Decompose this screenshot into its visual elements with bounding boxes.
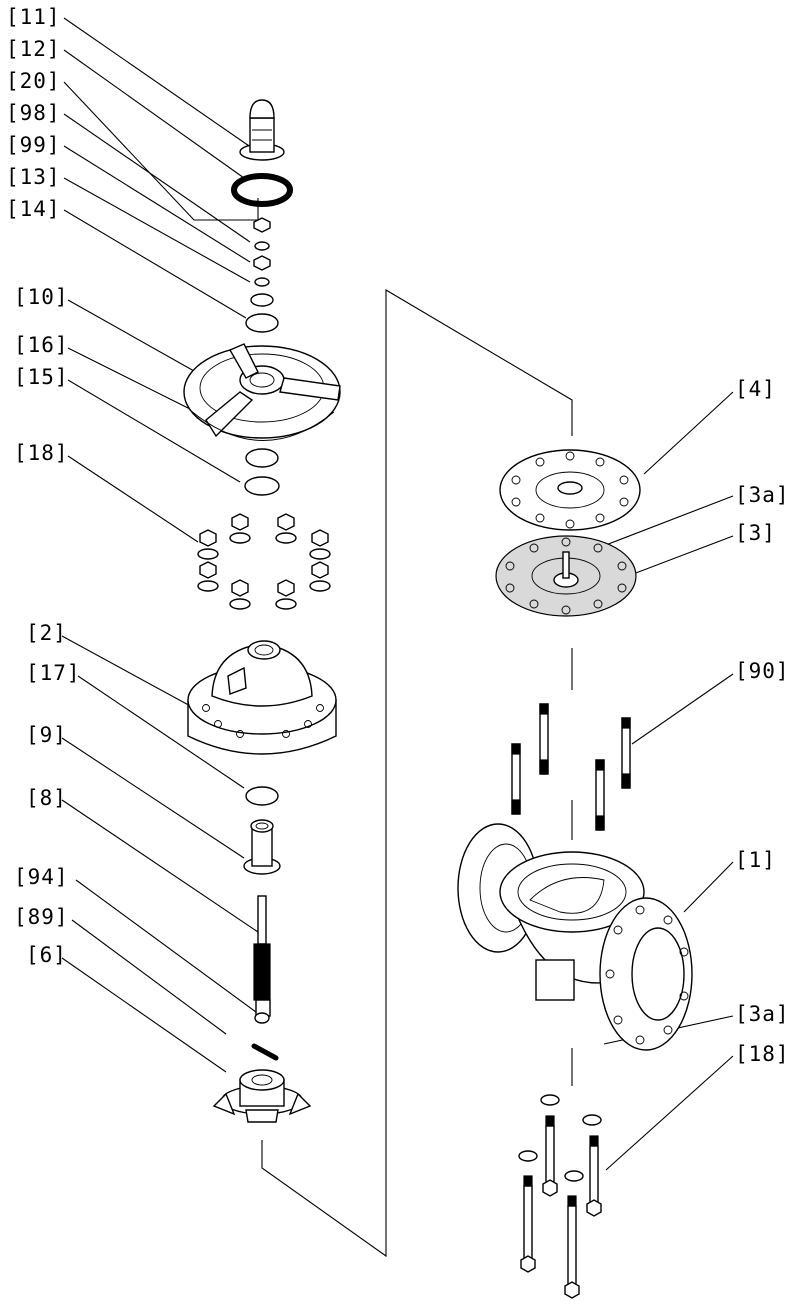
leader-99 <box>63 145 251 263</box>
leader-14 <box>63 209 247 319</box>
label-6: [6] <box>26 943 67 967</box>
part-o-ring-17 <box>245 786 279 806</box>
leader-8 <box>61 799 259 933</box>
part-studs <box>511 703 631 831</box>
part-indicator-cap <box>239 99 285 161</box>
label-90: [90] <box>735 659 790 683</box>
leader-2 <box>61 635 195 709</box>
leader-18-top <box>67 455 199 543</box>
label-16: [16] <box>14 333 69 357</box>
part-spindle <box>253 895 271 1017</box>
assembly-path-line <box>261 289 573 1258</box>
label-3a-top: [3a] <box>735 483 790 507</box>
part-labels: [11] [12] [20] [98] [99] [13] [14] [10] … <box>6 5 790 1066</box>
leader-11 <box>63 17 253 149</box>
label-1: [1] <box>735 848 776 872</box>
leader-1 <box>683 861 734 913</box>
part-diaphragm <box>495 535 637 617</box>
leader-12 <box>63 49 245 179</box>
leader-94 <box>75 879 257 1013</box>
label-2: [2] <box>26 621 67 645</box>
leader-98 <box>63 113 251 243</box>
label-3a-bottom: [3a] <box>735 1002 790 1026</box>
label-99: [99] <box>6 133 61 157</box>
part-nut-washer-set-top <box>197 513 331 610</box>
label-98: [98] <box>6 101 61 125</box>
label-10: [10] <box>14 285 69 309</box>
label-8: [8] <box>26 786 67 810</box>
leader-18-bottom <box>605 1055 734 1171</box>
label-20: [20] <box>6 69 61 93</box>
part-bushing <box>243 819 281 875</box>
part-bonnet <box>187 640 337 755</box>
leader-lines <box>61 17 734 1258</box>
label-15: [15] <box>14 365 69 389</box>
leader-15 <box>67 379 241 483</box>
label-4: [4] <box>735 377 776 401</box>
part-pin-89 <box>251 1043 279 1061</box>
label-3: [3] <box>735 521 776 545</box>
part-valve-body <box>457 823 693 1051</box>
part-diaphragm-backing <box>499 449 641 531</box>
leader-17 <box>77 675 245 789</box>
label-94: [94] <box>14 865 69 889</box>
leader-6 <box>61 957 227 1073</box>
part-gasket-ring <box>231 173 293 207</box>
label-13: [13] <box>6 165 61 189</box>
part-bolt-washer-set-bottom <box>518 1094 602 1299</box>
leader-9 <box>61 737 245 859</box>
leader-4 <box>643 391 734 475</box>
leader-89 <box>71 919 227 1035</box>
leader-13 <box>63 177 251 283</box>
part-small-nut-washers <box>245 217 279 333</box>
label-14: [14] <box>6 197 61 221</box>
part-handwheel <box>183 343 341 441</box>
leader-3 <box>627 535 734 577</box>
leader-90 <box>631 673 734 745</box>
label-12: [12] <box>6 37 61 61</box>
label-9: [9] <box>26 723 67 747</box>
label-18-top: [18] <box>14 441 69 465</box>
label-18-bottom: [18] <box>735 1042 790 1066</box>
label-11: [11] <box>6 5 61 29</box>
leader-10 <box>67 299 211 381</box>
part-clip-94 <box>254 1012 270 1024</box>
part-compressor <box>212 1069 312 1123</box>
leader-20 <box>63 81 259 221</box>
label-89: [89] <box>14 905 69 929</box>
label-17: [17] <box>26 661 81 685</box>
part-o-rings-mid <box>244 448 280 496</box>
